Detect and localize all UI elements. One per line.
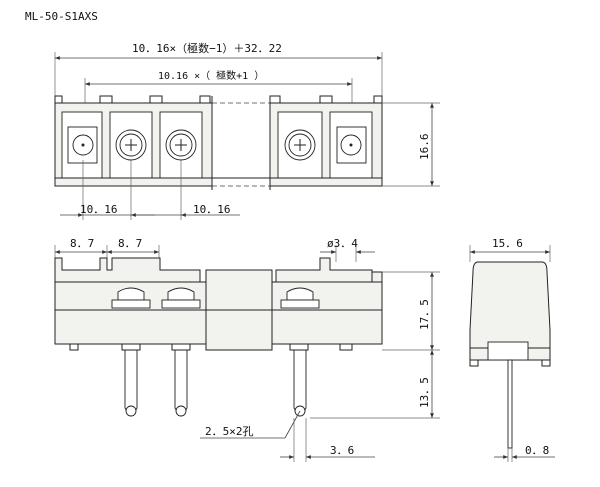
top-cell-4 [277, 111, 323, 179]
dim-pitch-b: 10．16 [193, 203, 231, 216]
dim-height-top: 16.6 [418, 134, 431, 161]
model-title: ML-50-S1AXS [25, 10, 98, 23]
dim-side-b: 8．7 [118, 237, 142, 250]
front-screw-3 [280, 287, 320, 309]
dim-lead-hole: 2．5×2孔 [205, 425, 254, 438]
dim-pitch-a: 10．16 [80, 203, 118, 216]
dim-pitch-formula: 10.16 ×（ 極数+1 ） [158, 69, 264, 82]
dim-hole-dia: ø3．4 [327, 237, 358, 250]
side-view: 15．6 0．8 [469, 237, 555, 462]
dim-lead-offset: 3．6 [330, 444, 354, 457]
lead-3 [293, 349, 307, 417]
front-screw-2 [161, 287, 201, 309]
dim-depth: 15．6 [492, 237, 523, 250]
dim-total-width: 10．16×（極数−1）＋32．22 [132, 41, 282, 55]
lead-2 [174, 349, 188, 417]
top-cell-5 [329, 111, 373, 179]
top-cell-2 [109, 111, 153, 179]
front-view: 8．7 8．7 ø3．4 [54, 237, 440, 462]
top-cell-1 [61, 111, 103, 179]
dim-lead-thickness: 0．8 [525, 444, 549, 457]
dim-lead-length: 13．5 [418, 377, 431, 408]
front-screw-1 [111, 287, 151, 309]
dim-side-a: 8．7 [70, 237, 94, 250]
dim-body-height: 17．5 [418, 299, 431, 330]
lead-1 [124, 349, 138, 417]
top-view: 10．16×（極数−1）＋32．22 10.16 ×（ 極数+1 ） [54, 41, 440, 220]
